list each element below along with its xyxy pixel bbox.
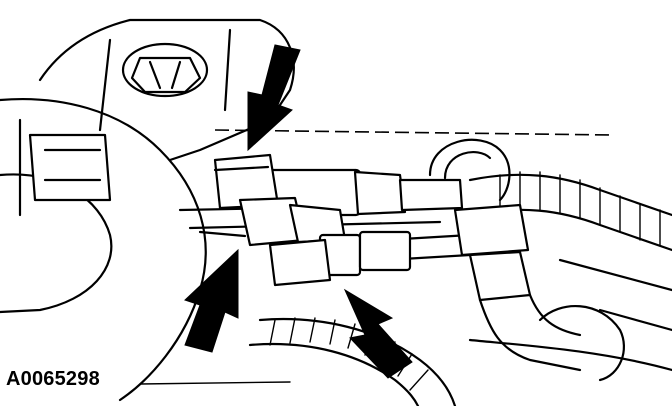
mounting-bolt: [121, 42, 209, 98]
fuel-line-upper: [178, 153, 464, 230]
arrow-lower-left-connector-icon: [184, 248, 239, 353]
vacuum-hose: [428, 138, 511, 202]
upper-mount-bracket: [38, 18, 295, 162]
fuel-line-lower: [268, 230, 472, 287]
hose-clip: [453, 203, 625, 382]
figure-id-label: A0065298: [6, 368, 100, 390]
left-housing: [0, 97, 207, 402]
figure-id-leader-line: [139, 381, 291, 385]
lower-right-frame: [468, 258, 672, 372]
arrow-upper-connector-icon: [247, 44, 301, 152]
reference-line: [214, 129, 611, 136]
quick-connect-fitting: [198, 196, 347, 247]
wiring-harness: [248, 317, 457, 406]
arrow-lower-right-connector-icon: [343, 288, 413, 379]
